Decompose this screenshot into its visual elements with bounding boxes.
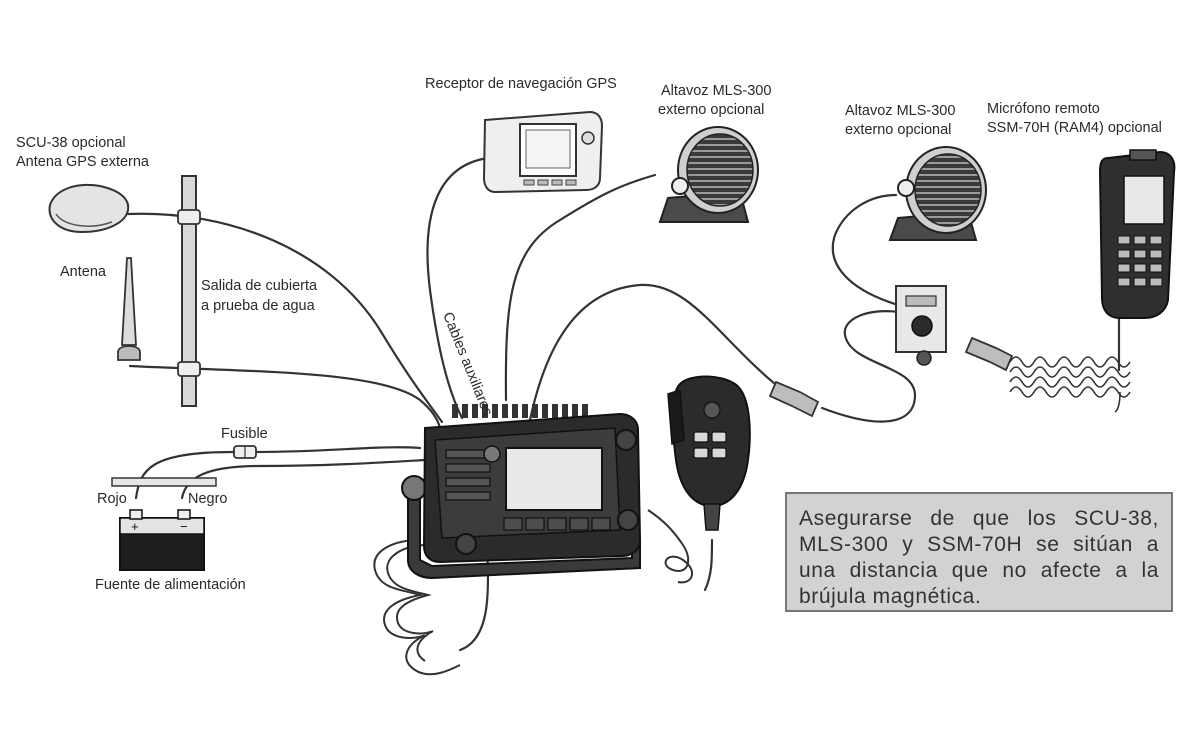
power-source-label: Fuente de alimentación [95,577,246,593]
cable-mic-coil [703,538,714,592]
speaker1-icon [658,126,759,223]
antenna-label: Antena [60,264,106,280]
coiled-cord-handset [1009,356,1131,413]
fuse-icon [233,445,257,459]
remote-mic-label-line2: SSM-70H (RAM4) opcional [987,120,1162,136]
black-wire-label: Negro [188,491,228,507]
red-wire-label: Rojo [97,491,127,507]
speaker2-label-line2: externo opcional [845,122,952,138]
coiled-cord-right [647,509,693,584]
gps-receiver-label: Receptor de navegación GPS [425,76,617,92]
handheld-mic-icon [667,375,751,531]
deck-pole-icon [177,175,201,407]
cable-speaker2 [831,193,900,307]
deck-outlet-label-line2: a prueba de agua [201,298,315,314]
scu38-label-line2: Antena GPS externa [16,154,149,170]
compass-warning-note: Asegurarse de que los SCU-38, MLS-300 y … [785,492,1173,612]
vhf-antenna-icon [117,257,141,361]
vhf-radio-icon [401,404,642,580]
coiled-cord-left [373,539,461,676]
remote-mic-label-line1: Micrófono remoto [987,101,1100,117]
cable-battery-fuse [254,446,422,454]
cable-speaker1 [504,173,657,402]
scu38-label-line1: SCU-38 opcional [16,135,126,151]
junction-plate-icon [895,285,947,366]
cable-extension [820,310,917,423]
speaker1-label-line2: externo opcional [658,102,765,118]
remote-mic-icon [1098,149,1176,319]
cable-gps-receiver [426,156,490,420]
gps-receiver-icon [482,110,604,194]
connector-plug-icon [768,336,1014,418]
speaker1-label-line1: Altavoz MLS-300 [661,83,772,99]
cable-antenna [128,364,442,430]
speaker2-label-line1: Altavoz MLS-300 [845,103,956,119]
deck-outlet-label-line1: Salida de cubierta [201,278,318,294]
cable-remote-mic [528,283,782,422]
battery-minus-label: − [180,519,188,534]
scu38-antenna-icon [48,184,130,234]
speaker2-icon [888,146,987,241]
battery-icon [111,477,217,571]
cable-battery-red [134,450,240,500]
cable-scu38 [126,212,444,424]
fuse-label: Fusible [221,426,268,442]
battery-plus-label: + [131,519,139,534]
